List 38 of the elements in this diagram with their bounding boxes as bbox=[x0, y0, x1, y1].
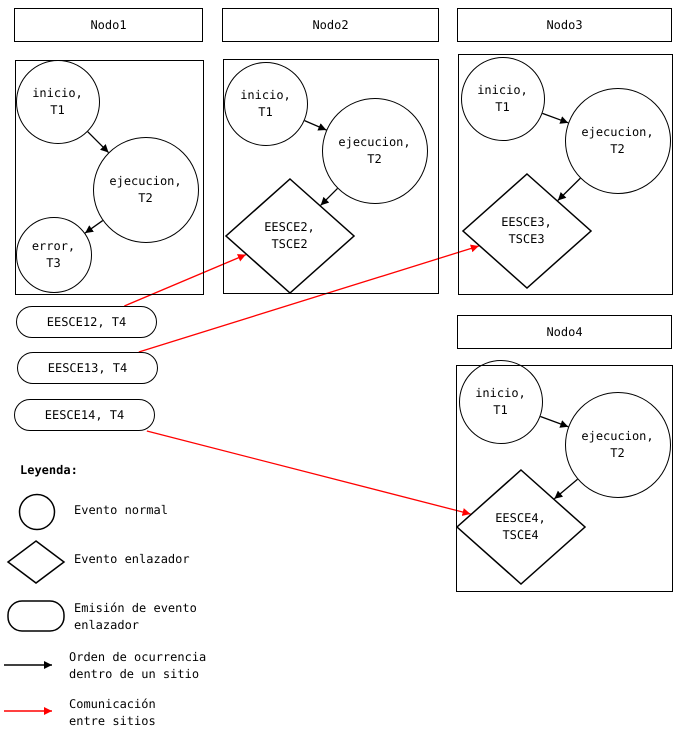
site-title-box: Nodo1 bbox=[14, 8, 203, 42]
site-box bbox=[15, 60, 204, 295]
emission-pill: EESCE14, T4 bbox=[14, 399, 155, 431]
event-circle: inicio, T1 bbox=[458, 360, 542, 444]
arrow bbox=[557, 178, 581, 201]
legend-text: Emisión de evento enlazador bbox=[74, 600, 198, 634]
linking-event-diamond: EESCE2, TSCE2 bbox=[224, 178, 354, 294]
linking-event-diamond: EESCE4, TSCE4 bbox=[456, 468, 586, 584]
event-circle: ejecucion, T2 bbox=[564, 88, 670, 194]
arrow bbox=[124, 254, 246, 307]
legend-text: Orden de ocurrencia dentro de un sitio bbox=[69, 649, 208, 683]
legend-text: Evento normal bbox=[74, 502, 169, 519]
arrow bbox=[146, 430, 471, 516]
arrow bbox=[554, 478, 578, 500]
emission-pill: EESCE12, T4 bbox=[16, 306, 157, 338]
arrow bbox=[84, 220, 104, 234]
event-circle: error, T3 bbox=[16, 216, 92, 292]
legend-text: Evento enlazador bbox=[74, 551, 191, 568]
arrow bbox=[320, 188, 338, 206]
site-title-box: Nodo2 bbox=[222, 8, 439, 42]
arrow bbox=[304, 120, 327, 131]
event-circle: ejecucion, T2 bbox=[322, 98, 428, 204]
event-circle: inicio, T1 bbox=[460, 56, 544, 140]
event-circle: ejecucion, T2 bbox=[564, 392, 670, 498]
linking-event-diamond: EESCE3, TSCE3 bbox=[462, 172, 592, 288]
event-circle: inicio, T1 bbox=[224, 62, 308, 146]
emission-pill: EESCE13, T4 bbox=[17, 352, 158, 384]
legend-title: Leyenda: bbox=[20, 462, 78, 479]
arrow bbox=[540, 416, 568, 428]
site-box bbox=[223, 59, 439, 294]
arrow bbox=[542, 112, 568, 124]
site-title-box: Nodo3 bbox=[457, 8, 672, 42]
site-title-box: Nodo4 bbox=[457, 315, 672, 349]
arrow bbox=[87, 131, 109, 153]
site-box bbox=[458, 54, 673, 295]
event-circle: inicio, T1 bbox=[16, 60, 100, 144]
event-circle: ejecucion, T2 bbox=[92, 136, 198, 242]
legend-text: Comunicación entre sitios bbox=[69, 696, 157, 730]
